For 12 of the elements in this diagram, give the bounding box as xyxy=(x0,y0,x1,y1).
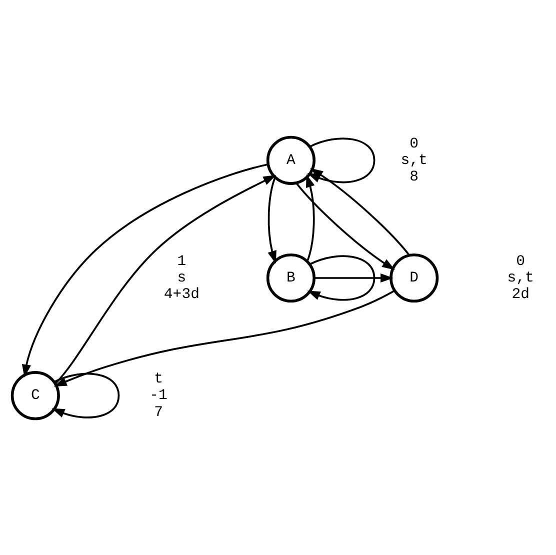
node-label: 2d xyxy=(512,286,530,303)
node-label: -1 xyxy=(150,388,168,404)
node-label: s,t xyxy=(507,270,534,286)
node-label: s,t xyxy=(400,152,428,168)
node-label: 0 xyxy=(410,136,419,152)
node-label: t xyxy=(154,370,163,387)
node-label: 1 xyxy=(177,253,186,270)
node-label: 8 xyxy=(410,169,419,186)
node-label: s xyxy=(177,270,186,286)
node-label: 0 xyxy=(516,253,526,270)
node-label: 4+3d xyxy=(164,286,200,303)
node-label: 7 xyxy=(154,404,163,420)
